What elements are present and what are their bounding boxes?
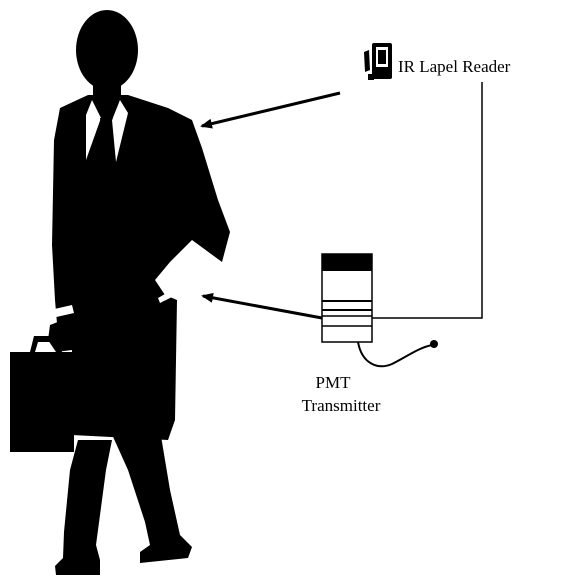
reader-label: IR Lapel Reader: [398, 57, 511, 76]
businessman-silhouette-icon: [10, 10, 230, 575]
ir-lapel-reader-icon: [364, 43, 392, 80]
transmitter-label-line2: Transmitter: [302, 396, 381, 415]
shirt-collar: [86, 100, 128, 168]
reader-cable: [372, 82, 483, 319]
cable-end: [430, 340, 438, 348]
pocket-highlight: [158, 290, 174, 303]
cable-icon: [357, 341, 433, 368]
transmitter-arrow: [201, 292, 323, 320]
briefcase-icon: [10, 352, 74, 452]
pmt-transmitter-icon: [321, 253, 373, 343]
necktie: [96, 118, 114, 168]
reader-arrow: [200, 91, 341, 129]
shirt-cuff: [50, 305, 74, 318]
transmitter-label-line1: PMT: [316, 373, 352, 392]
